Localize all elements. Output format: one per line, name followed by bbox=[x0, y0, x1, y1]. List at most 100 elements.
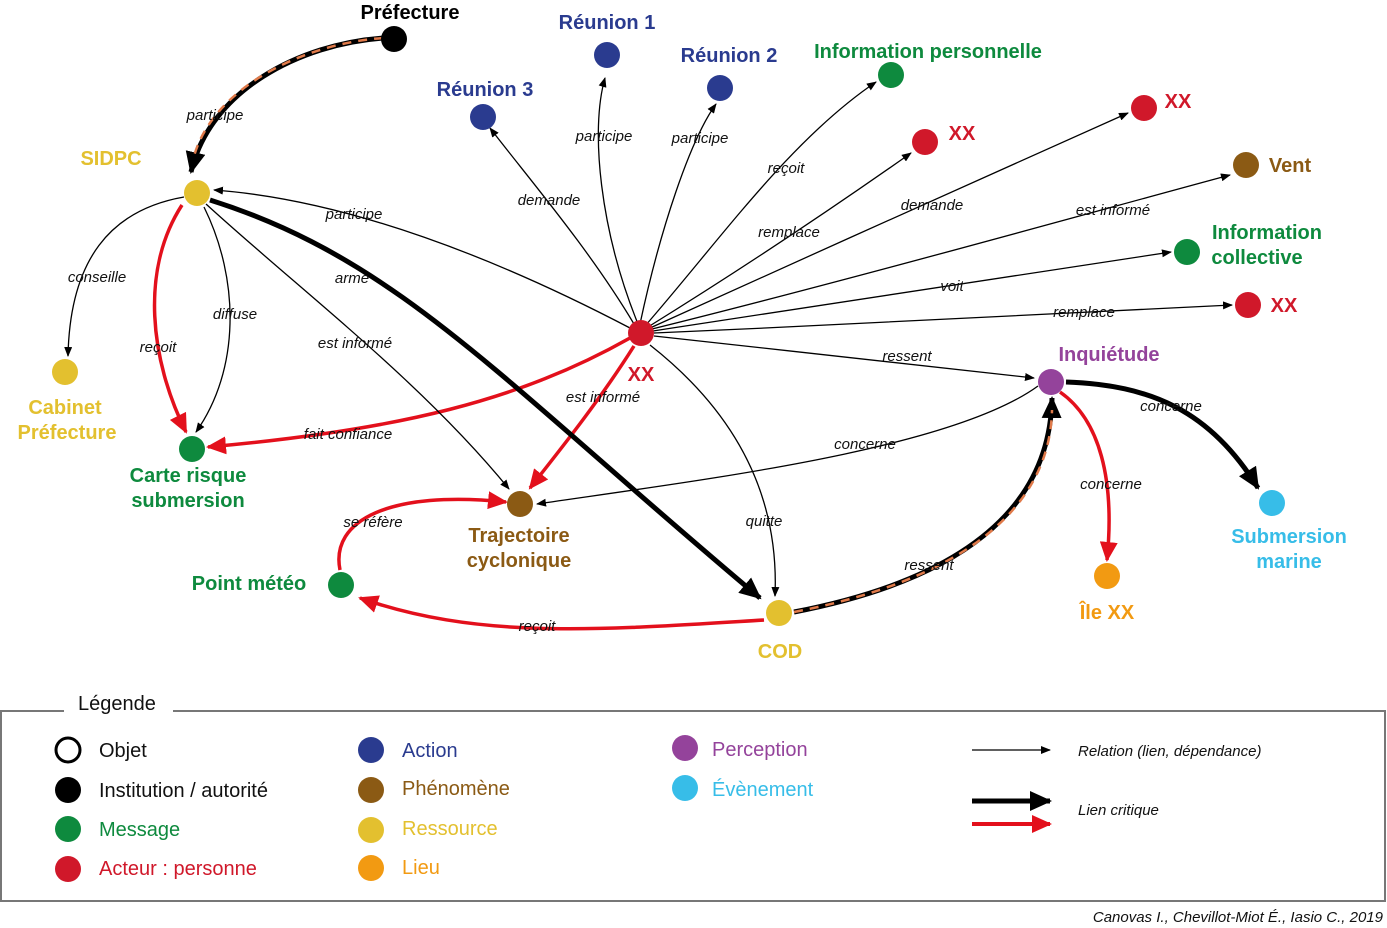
edge-cod-inquietude-dash bbox=[793, 409, 1054, 614]
edge-label: conseille bbox=[68, 269, 126, 286]
legend: Légende Objet Institution / autorité Mes… bbox=[0, 693, 1386, 902]
node-label-reunion1: Réunion 1 bbox=[559, 12, 656, 34]
edge-xx-xxb bbox=[649, 112, 1129, 329]
edge-label: reçoit bbox=[768, 160, 806, 177]
edge-label: est informé bbox=[1076, 202, 1150, 219]
edge-label: participe bbox=[575, 128, 633, 145]
edge-label: se réfère bbox=[343, 514, 402, 531]
node-inquietude[interactable] bbox=[1038, 369, 1064, 395]
node-submersion[interactable] bbox=[1259, 490, 1285, 516]
edge-xx-reunion2 bbox=[639, 103, 717, 325]
edges bbox=[64, 35, 1261, 631]
legend-evenement-label: Évènement bbox=[712, 778, 814, 801]
legend-objet-label: Objet bbox=[99, 740, 147, 762]
node-label-xx-a: XX bbox=[949, 123, 976, 145]
node-sidpc[interactable] bbox=[184, 180, 210, 206]
edge-label: concerne bbox=[834, 436, 896, 453]
edge-xx-reunion1 bbox=[597, 77, 639, 325]
edge-label: demande bbox=[901, 197, 964, 214]
edge-label: est informé bbox=[318, 335, 392, 352]
edge-xx-vent bbox=[651, 173, 1231, 330]
edge-prefecture-sidpc-dash bbox=[191, 36, 384, 161]
edge-label: concerne bbox=[1080, 476, 1142, 493]
edge-label: remplace bbox=[1053, 304, 1115, 321]
edge-label: voit bbox=[940, 278, 964, 295]
node-xx-a[interactable] bbox=[912, 129, 938, 155]
node-label-reunion3: Réunion 3 bbox=[437, 79, 534, 101]
legend-action-icon bbox=[358, 737, 384, 763]
edge-label: demande bbox=[518, 192, 581, 209]
node-prefecture[interactable] bbox=[381, 26, 407, 52]
node-info-coll[interactable] bbox=[1174, 239, 1200, 265]
node-ile[interactable] bbox=[1094, 563, 1120, 589]
node-point-meteo[interactable] bbox=[328, 572, 354, 598]
edge-xx-infoperso bbox=[644, 81, 877, 327]
node-cabinet[interactable] bbox=[52, 359, 78, 385]
edge-label: arme bbox=[335, 270, 369, 287]
node-label-carte-1: Carte risque bbox=[130, 465, 247, 487]
node-label-prefecture: Préfecture bbox=[361, 2, 460, 24]
node-xx-b[interactable] bbox=[1131, 95, 1157, 121]
node-label-reunion2: Réunion 2 bbox=[681, 45, 778, 67]
node-label-cabinet-1: Cabinet bbox=[28, 397, 102, 419]
node-label-sidpc: SIDPC bbox=[80, 148, 141, 170]
legend-title: Légende bbox=[78, 693, 156, 715]
node-label-info-perso: Information personnelle bbox=[814, 41, 1042, 63]
legend-perception-icon bbox=[672, 735, 698, 761]
edge-xx-xxc bbox=[653, 301, 1233, 334]
edge-sidpc-carte-diffuse bbox=[195, 206, 231, 433]
node-label-submersion-2: marine bbox=[1256, 551, 1322, 573]
edge-label: quitte bbox=[746, 513, 783, 530]
node-label-trajectoire-1: Trajectoire bbox=[468, 525, 569, 547]
edge-label: fait confiance bbox=[304, 426, 392, 443]
edge-label: reçoit bbox=[140, 339, 178, 356]
edge-inquietude-ile bbox=[1058, 390, 1118, 562]
edge-label: remplace bbox=[758, 224, 820, 241]
legend-lieu-icon bbox=[358, 855, 384, 881]
edge-xx-reunion3 bbox=[489, 127, 635, 325]
node-label-cabinet-2: Préfecture bbox=[18, 422, 117, 444]
legend-acteur-icon bbox=[55, 856, 81, 882]
node-vent[interactable] bbox=[1233, 152, 1259, 178]
node-trajectoire[interactable] bbox=[507, 491, 533, 517]
node-cod[interactable] bbox=[766, 600, 792, 626]
legend-lieu-label: Lieu bbox=[402, 857, 440, 879]
legend-border bbox=[0, 710, 1386, 902]
legend-perception-label: Perception bbox=[712, 739, 808, 761]
edge-label: concerne bbox=[1140, 398, 1202, 415]
edge-label: ressent bbox=[882, 348, 932, 365]
edge-label: ressent bbox=[904, 557, 954, 574]
legend-institution-icon bbox=[55, 777, 81, 803]
node-label-xx-b: XX bbox=[1165, 91, 1192, 113]
edge-label: participe bbox=[671, 130, 729, 147]
node-reunion2[interactable] bbox=[707, 75, 733, 101]
node-reunion1[interactable] bbox=[594, 42, 620, 68]
legend-ressource-icon bbox=[358, 817, 384, 843]
node-labels: Préfecture Réunion 1 Réunion 2 Réunion 3… bbox=[18, 2, 1347, 663]
legend-evenement-icon bbox=[672, 775, 698, 801]
edge-sidpc-traj bbox=[205, 203, 510, 490]
edge-xx-infocoll bbox=[652, 249, 1172, 332]
node-label-trajectoire-2: cyclonique bbox=[467, 550, 571, 572]
edge-label: est informé bbox=[566, 389, 640, 406]
legend-critique-label: Lien critique bbox=[1078, 802, 1159, 819]
edge-sidpc-cod bbox=[209, 197, 762, 600]
node-label-info-coll-2: collective bbox=[1211, 247, 1302, 269]
legend-acteur-label: Acteur : personne bbox=[99, 858, 257, 880]
legend-action-label: Action bbox=[402, 740, 458, 762]
node-xx-c[interactable] bbox=[1235, 292, 1261, 318]
node-label-point-meteo: Point météo bbox=[192, 573, 306, 595]
node-carte[interactable] bbox=[179, 436, 205, 462]
edge-xx-xxa bbox=[647, 152, 912, 328]
edge-inquietude-traj bbox=[536, 385, 1039, 507]
edge-labels: participe participe participe demande re… bbox=[68, 107, 1202, 635]
edge-xx-cod bbox=[649, 344, 780, 597]
edge-xx-sidpc bbox=[213, 186, 631, 329]
legend-objet-icon bbox=[54, 736, 82, 764]
node-xx-center[interactable] bbox=[628, 320, 654, 346]
legend-phenomene-icon bbox=[358, 777, 384, 803]
node-reunion3[interactable] bbox=[470, 104, 496, 130]
edge-xx-carte bbox=[206, 336, 631, 455]
node-info-perso[interactable] bbox=[878, 62, 904, 88]
